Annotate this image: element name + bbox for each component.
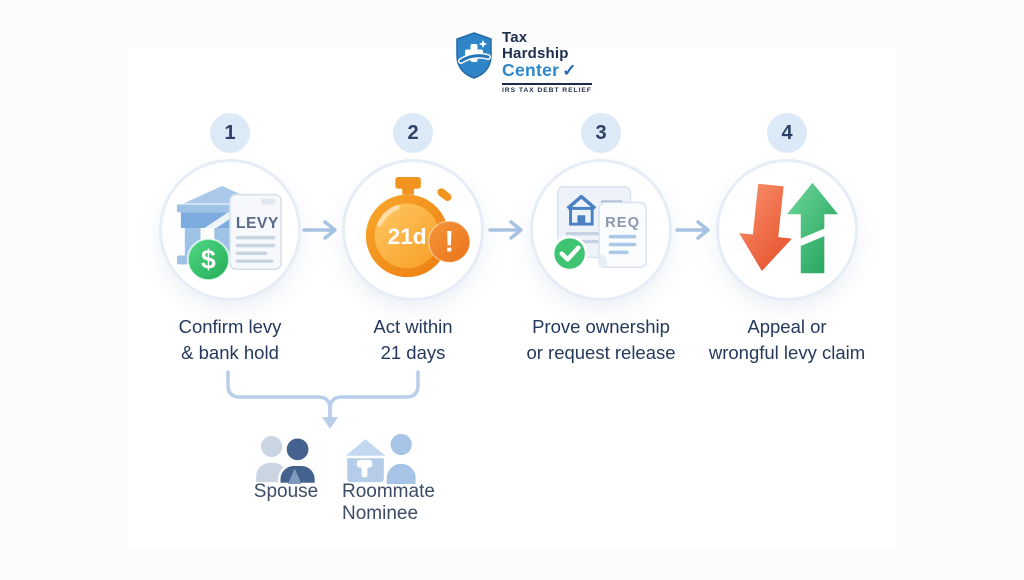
ownership-request-docs-icon: REQ (551, 186, 647, 272)
step-4-caption-line-1: Appeal or (747, 316, 827, 337)
shield-cross-icon (456, 32, 492, 79)
dollar-coin-icon: $ (186, 237, 230, 282)
step-1-caption-line-2: & bank hold (181, 342, 279, 363)
step-3-number-badge: 3 (581, 113, 621, 153)
step-1-circle: LEVY $ (159, 159, 301, 301)
req-doc-label: REQ (605, 215, 640, 231)
step-3-caption: Prove ownership or request release (491, 314, 711, 366)
bank-levy-dollar-icon: LEVY $ (176, 183, 282, 282)
levy-doc-label: LEVY (236, 215, 279, 232)
alert-badge-icon: ! (427, 220, 471, 264)
brand-wordmark: Tax Hardship Center ✓ IRS TAX DEBT RELIE… (502, 30, 592, 94)
roommate-label-line-1: Roommate (342, 481, 435, 502)
step-3-caption-line-2: or request release (526, 342, 676, 363)
branch-option-roommate-label: Roommate Nominee (342, 481, 435, 525)
step-3-caption-line-1: Prove ownership (532, 316, 670, 337)
brand-line-2: Hardship (502, 44, 569, 62)
step-1-number-badge: 1 (210, 113, 250, 153)
checkmark-icon: ✓ (562, 61, 577, 80)
exclamation-symbol: ! (444, 226, 454, 259)
step-4-caption: Appeal or wrongful levy claim (677, 314, 897, 366)
green-check-icon (551, 235, 588, 272)
levy-document-icon: LEVY (229, 193, 282, 271)
step-3-circle: REQ (530, 159, 672, 301)
branch-option-spouse-label: Spouse (253, 481, 319, 502)
brand-logo: Tax Hardship Center ✓ IRS TAX DEBT RELIE… (454, 30, 592, 94)
branch-brace-arrow-icon (226, 370, 420, 429)
request-document-icon: REQ (598, 201, 647, 269)
step-4-circle (716, 159, 858, 301)
house-deed-icon (566, 194, 597, 226)
stopwatch-21-days-icon: 21d ! (365, 176, 471, 278)
brand-tagline: IRS TAX DEBT RELIEF (502, 83, 592, 94)
down-arrow (739, 183, 792, 272)
step-2-caption-line-2: 21 days (380, 342, 446, 363)
step-4-caption-line-2: wrongful levy claim (708, 342, 866, 363)
roommate-house-person-icon (341, 433, 416, 484)
brand-line-3: Center (502, 60, 560, 80)
step-2-number-badge: 2 (393, 113, 433, 153)
up-arrow (787, 182, 839, 274)
step-4-number-badge: 4 (767, 113, 807, 153)
step-1-caption-line-1: Confirm levy (178, 316, 282, 337)
step-2-circle: 21d ! (342, 159, 484, 301)
dollar-symbol: $ (201, 244, 216, 274)
appeal-up-down-arrows-icon (739, 182, 846, 274)
step-2-caption: Act within 21 days (303, 314, 523, 366)
step-2-caption-line-1: Act within (373, 316, 453, 337)
step-1-caption: Confirm levy & bank hold (120, 314, 340, 366)
flow-arrow-icon (302, 220, 337, 240)
spouse-couple-icon (256, 435, 318, 484)
roommate-label-line-2: Nominee (342, 503, 419, 524)
timer-label: 21d (388, 224, 427, 249)
brand-line-1: Tax (502, 29, 528, 46)
flow-arrow-icon (675, 220, 710, 240)
flow-arrow-icon (488, 220, 523, 240)
